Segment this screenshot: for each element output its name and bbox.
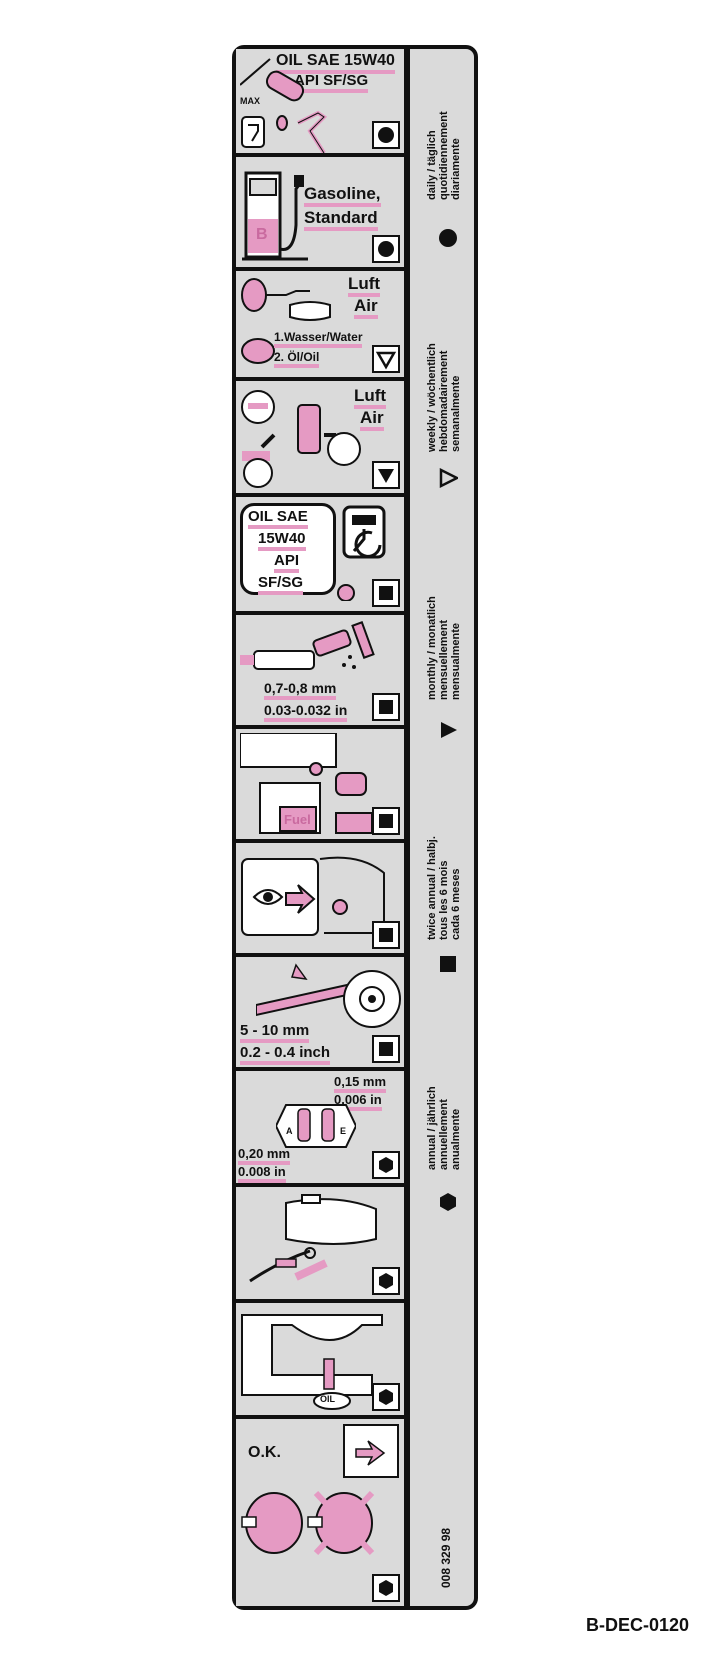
monthly-line-2: mensuellement [438,619,450,700]
weekly-symbol-icon [372,461,400,489]
intake-in-label: 0.006 in [334,1093,382,1111]
dipstick-icon [240,58,328,153]
panel-fuel: B Gasoline, Standard [236,157,404,267]
spark-plug-icon [240,621,375,670]
oil-pan-label: OIL [320,1394,335,1404]
fuel-can-label: Fuel [284,812,311,827]
daily-symbol-icon [372,235,400,263]
ok-label: O.K. [248,1444,281,1461]
daily-symbol-icon [372,121,400,149]
weekly-line-3: semanalmente [450,375,462,452]
air-label: Air [360,409,384,431]
part-number: 008 329 98 [439,1527,453,1588]
twice-line-1: twice annual / halbj. [426,836,438,940]
panel-ok: O.K. [236,1419,404,1606]
annual-symbol-icon [372,1574,400,1602]
panel-fuel-tank [236,1187,404,1299]
valve-a-label: A [286,1126,293,1136]
weekly-line-1: weekly / wöchentlich [426,343,438,452]
gap-in-label: 0.03-0.032 in [264,703,348,722]
annual-line-2: annuellement [438,1099,450,1170]
twice-line-3: cada 6 meses [450,868,462,940]
part-number-text: 008 329 98 [439,1527,453,1588]
valve-e-label: E [340,1126,347,1136]
fuel-letter: B [256,226,268,243]
panel-spark-plug: 0,7-0,8 mm 0.03-0.032 in [236,615,404,725]
weekly-line-2: hebdomadairement [438,350,450,452]
daily-line-2: quotidiennement [438,111,450,200]
standard-label: Standard [304,209,378,231]
panel-fuel-filter: Fuel [236,729,404,839]
monthly-symbol-icon [372,579,400,607]
crankcase-drain-icon [241,1314,383,1410]
daily-line-1: daily / täglich [426,130,438,200]
annual-symbol-icon [372,1151,400,1179]
panel-oil-change: OIL SAE 15W40 API SF/SG [236,497,404,611]
interval-weekly-text: weekly / wöchentlich hebdomadairement se… [426,343,462,452]
air-filter-blow-icon [241,278,331,364]
annual-interval-icon [440,1193,456,1211]
air-filter-clean-icon [241,390,361,488]
annual-line-3: anualmente [450,1108,462,1170]
exhaust-in-label: 0.008 in [238,1165,286,1183]
panel-valve-clearance: 0,15 mm 0.006 in A E 0,20 mm 0.008 in [236,1071,404,1183]
ok-inspect-icon [241,1424,399,1556]
interval-daily-text: daily / täglich quotidiennement diariame… [426,111,462,200]
interval-annual-text: annual / jährlich annuellement anualment… [426,1086,462,1170]
monthly-symbol-icon [372,921,400,949]
tank-fuel-line-icon [249,1194,377,1283]
fuel-pump-icon [242,171,308,261]
panel-air-filter-wash: Luft Air 1.Wasser/Water 2. Öl/Oil [236,271,404,377]
air-label: Air [354,297,378,319]
sfsg-label: SF/SG [258,575,304,595]
luft-label: Luft [354,387,387,409]
daily-interval-icon [439,229,457,247]
twice-annual-interval-icon [440,956,456,972]
oil-label: OIL SAE [248,509,308,529]
api-label: API SF/SG [294,73,369,93]
monthly-line-1: monthly / monatlich [426,596,438,700]
weekly-interval-icon [439,468,458,488]
fuel-filter-icon [240,733,373,834]
water-label: 1.Wasser/Water [274,331,363,348]
monthly-symbol-icon [372,807,400,835]
grade-label: 15W40 [258,531,306,551]
monthly-line-3: mensualmente [450,622,462,700]
decal-code: B-DEC-0120 [585,1615,689,1635]
oil-label: OIL SAE 15W40 [276,53,395,74]
belt-in-label: 0.2 - 0.4 inch [240,1045,331,1065]
daily-line-3: diariamente [450,138,462,200]
twice-line-2: tous les 6 mois [438,860,450,940]
monthly-interval-icon [441,722,457,738]
panel-belt-tension: 5 - 10 mm 0.2 - 0.4 inch [236,957,404,1067]
interval-twice-text: twice annual / halbj. tous les 6 mois ca… [426,836,462,940]
oil-change-icon [337,505,386,601]
annual-symbol-icon [372,1267,400,1295]
intake-mm-label: 0,15 mm [334,1075,387,1093]
valve-clearance-icon [276,1104,356,1148]
weekly-symbol-icon [372,345,400,373]
inspect-eye-icon [241,856,385,936]
gasoline-label: Gasoline, [304,185,381,207]
annual-line-1: annual / jährlich [426,1086,438,1170]
oil-step-label: 2. Öl/Oil [274,351,320,368]
panel-oil-drain: OIL [236,1303,404,1415]
gap-mm-label: 0,7-0,8 mm [264,681,337,700]
interval-monthly-text: monthly / monatlich mensuellement mensua… [426,596,462,700]
panel-inspect [236,843,404,953]
api-label: API [274,553,300,573]
luft-label: Luft [348,275,381,297]
panel-oil-check: OIL SAE 15W40 API SF/SG MAX [236,49,404,153]
maintenance-strip: OIL SAE 15W40 API SF/SG MAX B Gasoline, … [236,49,404,1606]
monthly-symbol-icon [372,1035,400,1063]
belt-tension-icon [256,963,401,1028]
monthly-symbol-icon [372,693,400,721]
exhaust-mm-label: 0,20 mm [238,1147,291,1165]
annual-symbol-icon [372,1383,400,1411]
belt-mm-label: 5 - 10 mm [240,1023,310,1043]
max-label: MAX [240,96,260,106]
interval-column [410,49,474,1606]
panel-air-filter-clean: Luft Air [236,381,404,493]
